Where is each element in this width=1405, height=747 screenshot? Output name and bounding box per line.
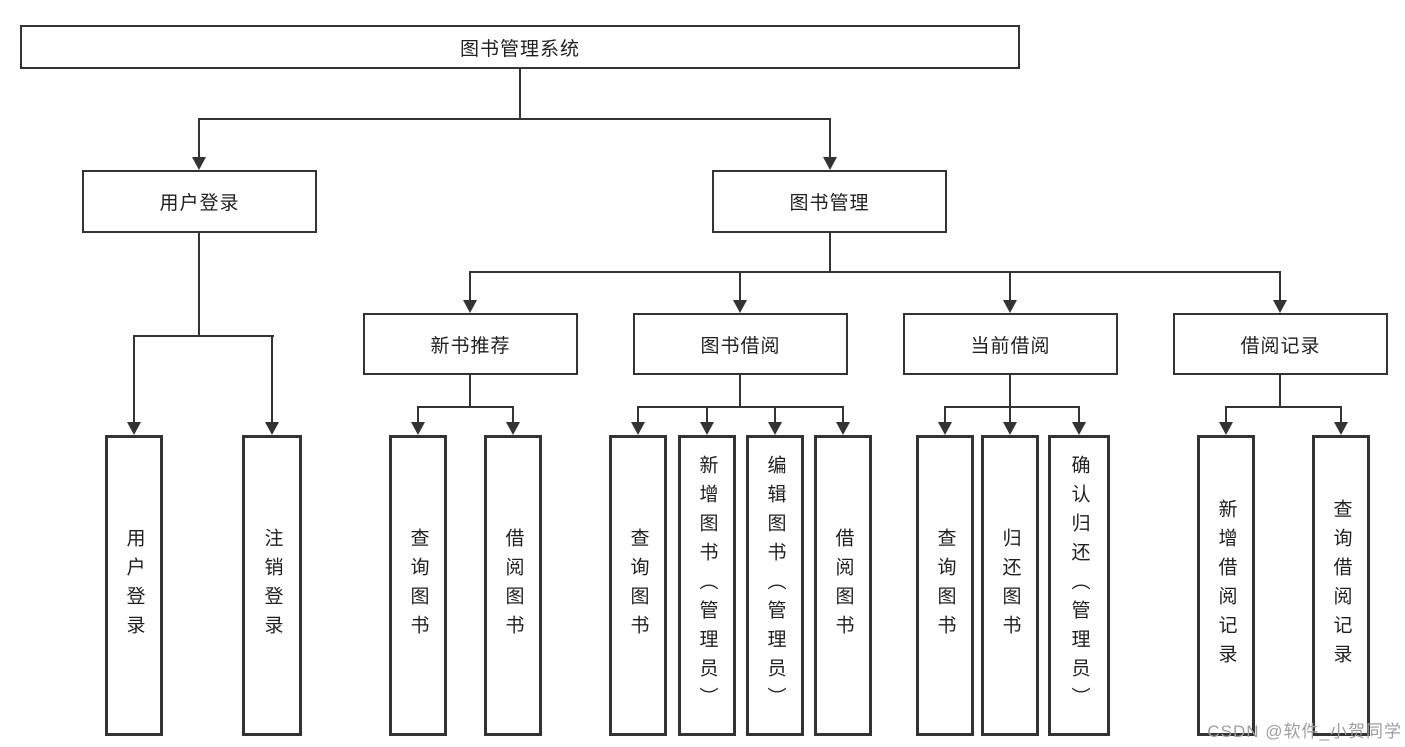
leaf-borrow-books-label: 借阅图书 — [832, 527, 854, 644]
csdn-watermark: CSDN @软件_小贺同学 — [1207, 722, 1402, 741]
node-book-management: 图书管理 — [712, 170, 947, 233]
node-current-borrowing-label: 当前借阅 — [970, 335, 1051, 357]
connector-line — [1279, 271, 1281, 301]
connector-line — [739, 271, 741, 301]
connector-line — [706, 406, 708, 422]
connector-line — [1225, 406, 1342, 408]
connector-line — [774, 406, 776, 422]
connector-line — [829, 233, 831, 273]
arrowhead-down-icon — [1273, 300, 1287, 313]
connector-line — [637, 406, 844, 408]
leaf-confirm-return-admin: 确认归还（管理员） — [1048, 435, 1110, 736]
arrowhead-down-icon — [768, 422, 782, 435]
arrowhead-down-icon — [1219, 422, 1233, 435]
connector-line — [469, 271, 471, 301]
node-book-management-label: 图书管理 — [789, 193, 870, 214]
node-book-borrowing: 图书借阅 — [633, 313, 848, 375]
arrowhead-down-icon — [700, 422, 714, 435]
leaf-user-login-label: 用户登录 — [123, 527, 145, 644]
arrowhead-down-icon — [836, 422, 850, 435]
node-current-borrowing: 当前借阅 — [903, 313, 1118, 375]
node-borrowing-records: 借阅记录 — [1173, 313, 1388, 375]
leaf-current-query-books: 查询图书 — [916, 435, 974, 736]
connector-line — [417, 406, 514, 408]
connector-line — [1078, 406, 1080, 422]
leaf-borrowing-query-books-label: 查询图书 — [627, 527, 649, 644]
node-user-login: 用户登录 — [82, 170, 317, 233]
arrowhead-down-icon — [823, 157, 837, 170]
node-user-login-label: 用户登录 — [159, 193, 240, 214]
leaf-query-borrow-record: 查询借阅记录 — [1312, 435, 1370, 736]
connector-line — [829, 118, 831, 158]
leaf-add-books-admin: 新增图书（管理员） — [678, 435, 736, 736]
leaf-confirm-return-admin-label: 确认归还（管理员） — [1068, 455, 1090, 716]
leaf-logout-label: 注销登录 — [261, 527, 283, 644]
leaf-borrow-books: 借阅图书 — [814, 435, 872, 736]
node-borrowing-records-label: 借阅记录 — [1240, 335, 1321, 357]
leaf-return-books-label: 归还图书 — [999, 527, 1021, 644]
arrowhead-down-icon — [1003, 300, 1017, 313]
leaf-newbook-query-books-label: 查询图书 — [407, 527, 429, 644]
leaf-edit-books-admin: 编辑图书（管理员） — [746, 435, 804, 736]
leaf-borrowing-query-books: 查询图书 — [609, 435, 667, 736]
connector-line — [198, 118, 200, 158]
connector-line — [1009, 406, 1011, 422]
connector-line — [469, 375, 471, 407]
connector-line — [198, 118, 831, 120]
arrowhead-down-icon — [192, 157, 206, 170]
connector-line — [1279, 375, 1281, 407]
connector-line — [417, 406, 419, 422]
arrowhead-down-icon — [127, 422, 141, 435]
connector-line — [1009, 375, 1011, 407]
connector-line — [739, 375, 741, 407]
connector-line — [198, 233, 200, 337]
connector-line — [1009, 271, 1011, 301]
connector-line — [944, 406, 946, 422]
leaf-edit-books-admin-label: 编辑图书（管理员） — [764, 455, 786, 716]
arrowhead-down-icon — [411, 422, 425, 435]
arrowhead-down-icon — [1003, 422, 1017, 435]
connector-line — [133, 335, 274, 337]
leaf-query-borrow-record-label: 查询借阅记录 — [1330, 498, 1352, 673]
arrowhead-down-icon — [463, 300, 477, 313]
connector-line — [1225, 406, 1227, 422]
arrowhead-down-icon — [506, 422, 520, 435]
arrowhead-down-icon — [265, 422, 279, 435]
connector-line — [469, 271, 1281, 273]
node-new-book-recommend: 新书推荐 — [363, 313, 578, 375]
arrowhead-down-icon — [1072, 422, 1086, 435]
connector-line — [1340, 406, 1342, 422]
leaf-add-borrow-record: 新增借阅记录 — [1197, 435, 1255, 736]
connector-line — [519, 68, 521, 119]
connector-line — [944, 406, 1080, 408]
leaf-newbook-borrow-books-label: 借阅图书 — [502, 527, 524, 644]
node-root-system: 图书管理系统 — [20, 25, 1020, 69]
node-new-book-recommend-label: 新书推荐 — [430, 335, 511, 357]
connector-line — [133, 335, 135, 423]
arrowhead-down-icon — [733, 300, 747, 313]
connector-line — [512, 406, 514, 422]
leaf-user-login: 用户登录 — [105, 435, 163, 736]
leaf-newbook-query-books: 查询图书 — [389, 435, 447, 736]
leaf-newbook-borrow-books: 借阅图书 — [484, 435, 542, 736]
connector-line — [842, 406, 844, 422]
node-root-label: 图书管理系统 — [459, 38, 580, 60]
arrowhead-down-icon — [631, 422, 645, 435]
arrowhead-down-icon — [1334, 422, 1348, 435]
leaf-logout: 注销登录 — [242, 435, 302, 736]
connector-line — [637, 406, 639, 422]
connector-line — [271, 335, 273, 423]
leaf-add-books-admin-label: 新增图书（管理员） — [696, 455, 718, 716]
leaf-current-query-books-label: 查询图书 — [934, 527, 956, 644]
leaf-add-borrow-record-label: 新增借阅记录 — [1215, 498, 1237, 673]
node-book-borrowing-label: 图书借阅 — [700, 335, 781, 357]
leaf-return-books: 归还图书 — [981, 435, 1039, 736]
arrowhead-down-icon — [938, 422, 952, 435]
